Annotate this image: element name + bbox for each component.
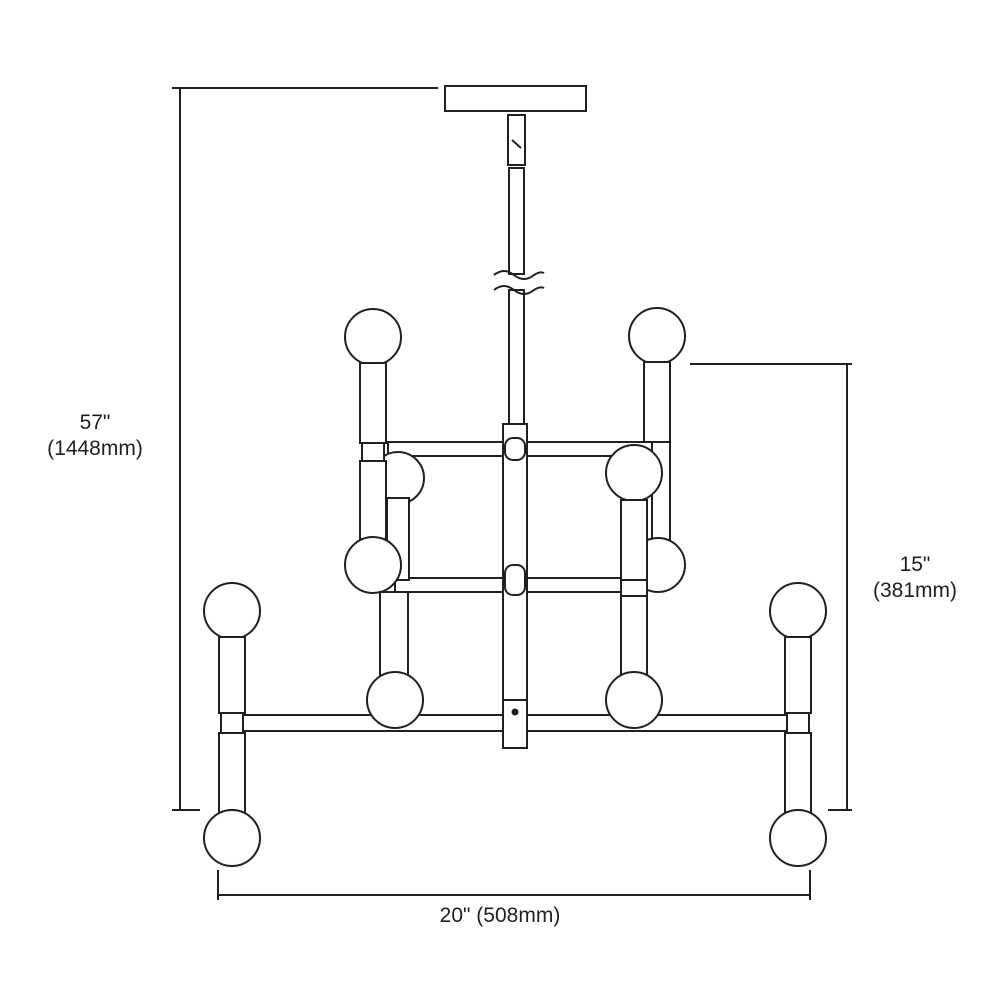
- body-height-metric: (381mm): [872, 579, 957, 602]
- ceiling-canopy: [444, 85, 587, 112]
- bulb: [203, 809, 261, 867]
- width-label: 20" (508mm): [350, 903, 650, 929]
- bulb: [344, 308, 402, 366]
- arm-upper-left: [344, 308, 424, 729]
- middle-crossbar: [394, 577, 628, 593]
- central-column: [502, 423, 528, 749]
- dimension-body-height: [690, 363, 852, 811]
- bulb: [366, 671, 424, 729]
- body-height-label: 15" (381mm): [850, 552, 980, 604]
- bulb: [605, 444, 663, 502]
- bulb: [344, 536, 402, 594]
- lower-crossbar: [239, 714, 791, 732]
- overall-height-metric: (1448mm): [47, 437, 143, 460]
- bulb: [605, 671, 663, 729]
- arm-upper-right: [605, 307, 686, 729]
- overall-height-label: 57" (1448mm): [20, 410, 170, 462]
- arm-outer-right: [769, 582, 827, 867]
- stem-rod: [493, 114, 545, 429]
- bulb: [628, 307, 686, 365]
- overall-height-imperial: 57": [79, 411, 111, 434]
- bulb: [769, 582, 827, 640]
- body-height-imperial: 15": [899, 553, 931, 576]
- upper-crossbar: [387, 441, 653, 457]
- dimension-width: [217, 870, 811, 900]
- bulb: [203, 582, 261, 640]
- dimension-overall-height: [172, 87, 438, 811]
- bulb: [769, 809, 827, 867]
- width-value: 20" (508mm): [439, 904, 561, 927]
- arm-outer-left: [203, 582, 261, 867]
